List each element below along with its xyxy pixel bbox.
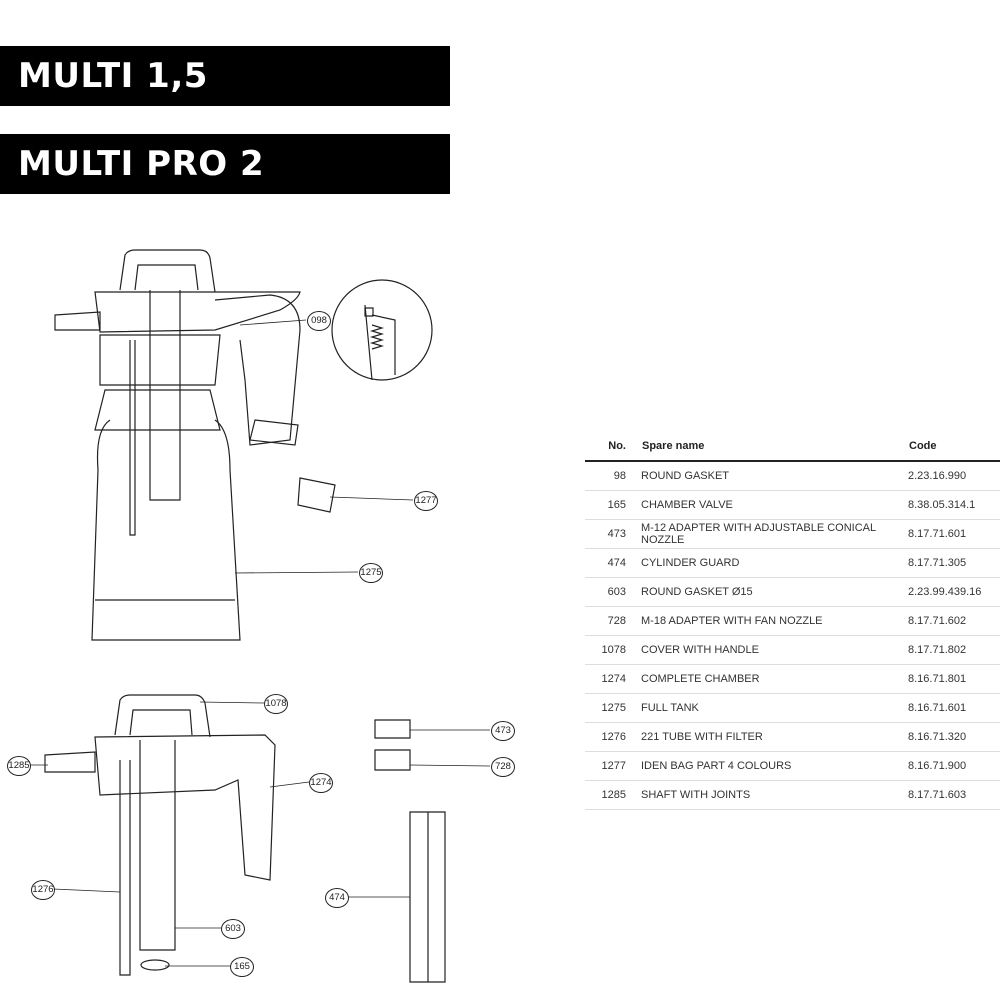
part-number: 1285: [585, 780, 641, 810]
part-code: 8.17.71.603: [908, 780, 1000, 810]
callout-1285: 1285: [7, 756, 31, 776]
part-code: 8.17.71.305: [908, 548, 1000, 578]
sprayer-exploded-illustration: [44, 694, 446, 983]
callout-1078: 1078: [264, 694, 288, 714]
part-number: 1276: [585, 722, 641, 752]
spare-name: COVER WITH HANDLE: [641, 635, 908, 665]
column-header-no: No.: [585, 432, 641, 462]
callout-165: 165: [230, 957, 254, 977]
spare-name: ROUND GASKET: [641, 461, 908, 491]
model-banner-multi-1-5: MULTI 1,5: [0, 46, 450, 106]
spare-name: IDEN BAG PART 4 COLOURS: [641, 751, 908, 781]
callout-098: 098: [307, 311, 331, 331]
part-number: 474: [585, 548, 641, 578]
part-number: 1277: [585, 751, 641, 781]
spare-name: SHAFT WITH JOINTS: [641, 780, 908, 810]
part-code: 8.16.71.601: [908, 693, 1000, 723]
callout-728: 728: [491, 757, 515, 777]
spare-name: FULL TANK: [641, 693, 908, 723]
sprayer-assembled-illustration: [54, 249, 336, 641]
callout-474: 474: [325, 888, 349, 908]
part-code: 8.17.71.802: [908, 635, 1000, 665]
part-code: 2.23.16.990: [908, 461, 1000, 491]
part-number: 473: [585, 519, 641, 549]
callout-1274: 1274: [309, 773, 333, 793]
part-code: 8.16.71.801: [908, 664, 1000, 694]
callout-473: 473: [491, 721, 515, 741]
part-code: 8.16.71.320: [908, 722, 1000, 752]
part-number: 1078: [585, 635, 641, 665]
part-code: 8.16.71.900: [908, 751, 1000, 781]
spare-name: ROUND GASKET Ø15: [641, 577, 908, 607]
column-header-spare-name: Spare name: [641, 432, 908, 462]
spare-name: M-18 ADAPTER WITH FAN NOZZLE: [641, 606, 908, 636]
callout-1276: 1276: [31, 880, 55, 900]
part-code: 2.23.99.439.16: [908, 577, 1000, 607]
model-banner-multi-pro-2: MULTI PRO 2: [0, 134, 450, 194]
callout-1277: 1277: [414, 491, 438, 511]
callout-1275: 1275: [359, 563, 383, 583]
part-number: 98: [585, 461, 641, 491]
part-number: 603: [585, 577, 641, 607]
spare-name: CYLINDER GUARD: [641, 548, 908, 578]
part-number: 1275: [585, 693, 641, 723]
detail-magnifier-circle: [331, 279, 433, 381]
part-number: 1274: [585, 664, 641, 694]
part-code: 8.17.71.602: [908, 606, 1000, 636]
exploded-parts-diagram: [29, 249, 491, 983]
column-header-code: Code: [908, 432, 1000, 462]
part-number: 165: [585, 490, 641, 520]
table-header-row: No. Spare name Code: [585, 432, 1000, 462]
part-code: 8.38.05.314.1: [908, 490, 1000, 520]
part-number: 728: [585, 606, 641, 636]
part-code: 8.17.71.601: [908, 519, 1000, 549]
spare-name: M-12 ADAPTER WITH ADJUSTABLE CONICAL NOZ…: [641, 519, 908, 549]
spare-name: CHAMBER VALVE: [641, 490, 908, 520]
spare-name: COMPLETE CHAMBER: [641, 664, 908, 694]
callout-603: 603: [221, 919, 245, 939]
spare-name: 221 TUBE WITH FILTER: [641, 722, 908, 752]
